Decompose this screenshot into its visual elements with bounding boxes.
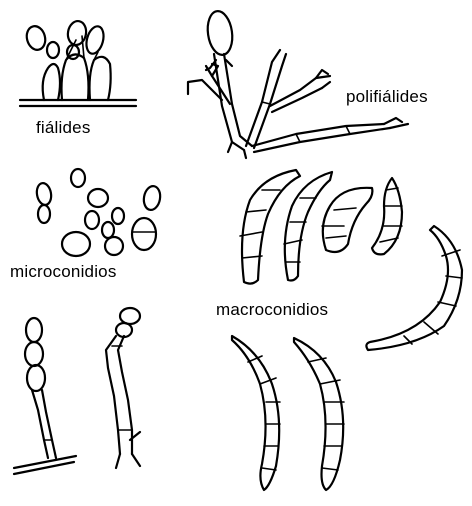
label-microconidios: microconidios [10, 262, 117, 282]
polyphialide-branch-upper [246, 50, 286, 148]
microconidia-drawing [35, 169, 162, 256]
polyphialide-left-branch [188, 66, 230, 104]
phialide-conidium-2 [47, 42, 59, 58]
phialides-hypha [20, 100, 136, 106]
macroconidium-5 [366, 226, 462, 350]
macroconidium-1 [242, 170, 300, 284]
label-fialides: fiálides [36, 118, 91, 138]
phialide-left [43, 64, 60, 100]
polyphialide-conidium [205, 10, 235, 57]
phialide-conidium-1 [24, 24, 48, 52]
polyphialide-main-stalk [214, 54, 252, 150]
polyphialides-drawing [188, 10, 408, 158]
phialide-right [90, 57, 111, 100]
polyphialide-branch-right [270, 76, 330, 112]
phialide-conidium-4 [84, 24, 107, 55]
conidial-chains-drawing [14, 308, 140, 474]
macroconidia-top [240, 170, 462, 350]
phialides-drawing [20, 20, 136, 106]
label-macroconidios: macroconidios [216, 300, 328, 320]
label-polifialides: polifiálides [346, 87, 428, 107]
macroconidia-bottom [232, 336, 344, 490]
polyphialide-branch-lower [252, 124, 390, 152]
phialide-middle [62, 54, 89, 100]
chain-substrate [14, 456, 76, 474]
macroconidium-3 [323, 188, 373, 252]
phialide-conidium-3 [66, 20, 88, 47]
macroconidium-7 [294, 338, 343, 490]
